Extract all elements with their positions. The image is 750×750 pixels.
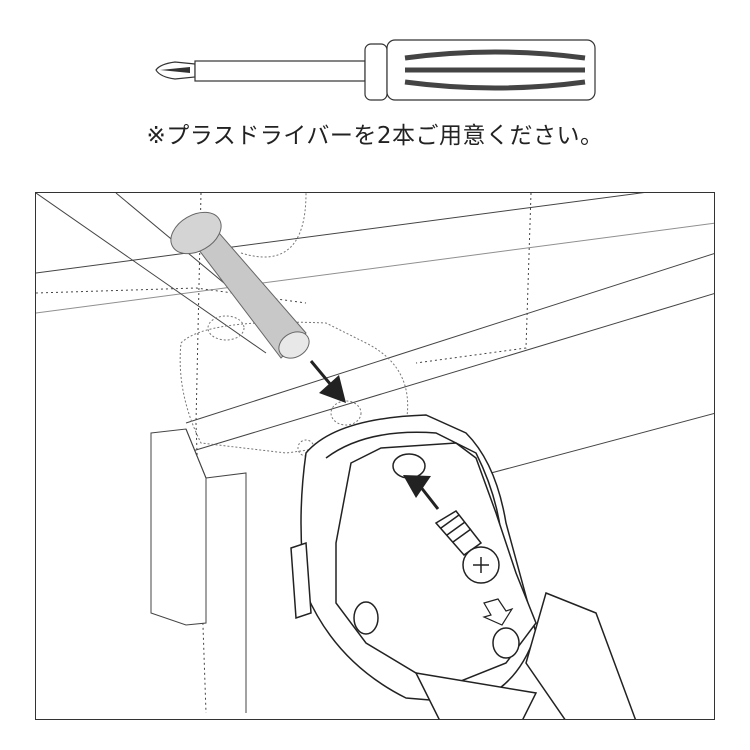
- assembly-diagram: [35, 192, 715, 720]
- screwdriver-icon: [155, 39, 596, 101]
- arrow-down-icon: [482, 598, 514, 626]
- connector-pin: [170, 211, 310, 359]
- instruction-caption: ※プラスドライバーを2本ご用意ください。: [146, 123, 604, 149]
- hinge-bracket: [290, 414, 637, 719]
- arrow-down-right-icon: [309, 360, 346, 403]
- arrow-up-left-icon: [403, 475, 440, 510]
- screw-icon: [434, 510, 500, 584]
